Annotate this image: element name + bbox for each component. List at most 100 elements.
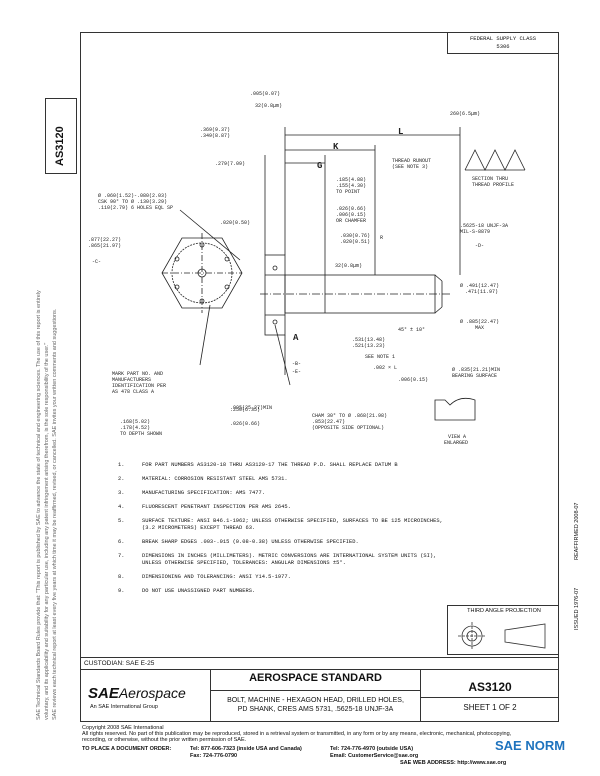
margin-notice-2: voluntary, and its applicability and sui… [44, 342, 50, 720]
callout-depth-3: TO DEPTH SHOWN [120, 431, 162, 437]
footer-fax: Fax: 724-776-0790 [190, 753, 238, 759]
callout-holes-2: CSK 90° TO Ø .130(3.29) [98, 198, 167, 205]
callout-chamfer-1: .026(0.66) [336, 206, 366, 212]
sae-logo: SAEAerospace [88, 685, 186, 703]
sae-norm-watermark: SAE NORM [495, 738, 566, 753]
callout-maxdia-1: Ø .885(22.47) [460, 318, 499, 325]
callout-datum-b: -B- [292, 361, 301, 367]
callout-radius-1: .030(0.76) [340, 233, 370, 239]
footer-copyright: Copyright 2008 SAE International [82, 725, 164, 731]
margin-notice-3: SAE reviews each technical report at lea… [52, 308, 58, 720]
callout-dim-2: .349(8.87) [200, 133, 230, 139]
callout-datum-e: -E- [292, 369, 301, 375]
callout-depth-1: .168(5.02) [120, 419, 150, 425]
callout-thread-2: MIL-S-8879 [460, 229, 490, 235]
callout-section-2: THREAD PROFILE [472, 182, 514, 188]
callout-chamfer-3: OR CHAMFER [336, 218, 366, 224]
callout-holes-1: Ø .060(1.52)-.080(2.03) [98, 192, 167, 199]
title-line-1: BOLT, MACHINE - HEXAGON HEAD, DRILLED HO… [227, 697, 404, 704]
sheet-number: SHEET 1 OF 2 [463, 703, 517, 712]
callout-runout: THREAD RUNOUT [392, 158, 431, 164]
callout-section-1: SECTION THRU [472, 176, 508, 182]
callout-datum-c: -C- [92, 259, 101, 265]
callout-head-2: .521(13.23) [352, 343, 385, 349]
callout-maxdia-2: MAX [475, 325, 484, 331]
callout-runout-note: (SEE NOTE 3) [392, 164, 428, 170]
callout-runout-tol: .006(0.15) [398, 377, 428, 383]
callout-depth-2: .178(4.52) [120, 425, 150, 431]
bolt-shank [284, 274, 436, 314]
side-doc-number: AS3120 [54, 126, 66, 166]
callout-angle: 45° ± 10° [398, 327, 425, 333]
thread-profile [464, 149, 526, 171]
drawing-callouts: .005(0.07) 32(0.8μm) 260(6.5μm) .369(9.3… [88, 91, 514, 446]
callout-point-1: .185(4.88) [336, 177, 366, 183]
callout-K: K [333, 142, 339, 152]
callout-thread-1: .5625-18 UNJF-3A [460, 223, 508, 229]
callout-view-a-mark: A [293, 333, 299, 343]
aerospace-logo-text: Aerospace [118, 685, 186, 701]
callout-datum-d: -D- [475, 243, 484, 249]
title-block [80, 657, 559, 722]
callout-mark-4: AS 478 CLASS A [112, 389, 154, 395]
projection-box [447, 605, 559, 655]
callout-flatness: .005(0.07) [250, 91, 280, 97]
side-doc-number-box [45, 98, 77, 174]
callout-pos-tol: .026(0.66) [230, 421, 260, 427]
issued-date: ISSUED 1976-07 [574, 587, 580, 630]
callout-holes-3: .110(2.79) 6 HOLES EQL SP [98, 205, 173, 211]
callout-dia-1: Ø .491(12.47) [460, 282, 499, 289]
custodian: CUSTODIAN: SAE E-25 [84, 660, 155, 667]
callout-width-2: .865(21.97) [88, 243, 121, 249]
bolt-drawing: .005(0.07) 32(0.8μm) 260(6.5μm) .369(9.3… [88, 91, 526, 446]
callout-length-min: .995(25.27)MIN [230, 405, 272, 411]
fsc-stamp-line2: 5306 [496, 43, 510, 50]
callout-G: G [317, 161, 322, 171]
fsc-stamp-line1: FEDERAL SUPPLY CLASS [469, 35, 536, 42]
footer-tel-1: Tel: 877-606-7323 (inside USA and Canada… [190, 746, 302, 752]
callout-see-note-1: SEE NOTE 1 [365, 354, 395, 360]
callout-dim-1: .369(9.37) [200, 127, 230, 133]
margin-notice-1: SAE Technical Standards Board Rules prov… [36, 290, 42, 720]
sae-logo-text: SAE [88, 685, 119, 702]
callout-finish-3: 32(0.8μm) [335, 263, 362, 269]
callout-finish-1: 32(0.8μm) [255, 103, 282, 109]
callout-L: L [398, 127, 403, 137]
callout-point-2: .155(4.30) [336, 183, 366, 189]
footer-email: Email: CustomerService@sae.org [330, 753, 419, 759]
callout-point-3: TO POINT [336, 189, 360, 195]
footer-tel-2: Tel: 724-776-4970 (outside USA) [330, 746, 414, 752]
callout-enlarged: ENLARGED [444, 440, 468, 446]
callout-radius-3: R [380, 235, 383, 241]
callout-mark-3: IDENTIFICATION PER [112, 383, 166, 389]
callout-width-1: .877(22.27) [88, 237, 121, 243]
title-doc-number: AS3120 [468, 680, 512, 694]
projection-symbol [458, 622, 546, 650]
standard-type: AEROSPACE STANDARD [249, 672, 382, 684]
callout-mark-2: MANUFACTURERS [112, 377, 151, 383]
callout-cham-1: CHAM 30° TO Ø .868(21.98) [312, 412, 387, 419]
callout-dia-2: .471(11.97) [465, 289, 498, 295]
reaffirmed-date: REAFFIRMED 2008-07 [574, 502, 580, 560]
view-a-profile [434, 397, 476, 421]
title-line-2: PD SHANK, CRES AMS 5731, .5625-18 UNJF-3… [237, 706, 394, 713]
footer-web: SAE WEB ADDRESS: http://www.sae.org [400, 760, 507, 766]
callout-straightness: .002 × L [373, 365, 397, 371]
projection-label: THIRD ANGLE PROJECTION [467, 608, 541, 614]
callout-head-1: .531(13.48) [352, 337, 385, 343]
callout-bearing-1: Ø .835(21.21)MIN [452, 366, 500, 373]
callout-cham-2: .853(22.47) [312, 419, 345, 425]
footer-rights-2: recording, or otherwise, without the pri… [82, 737, 247, 743]
logo-tagline: An SAE International Group [90, 704, 158, 710]
callout-finish-2: 260(6.5μm) [450, 111, 480, 117]
callout-view-a: VIEW A [448, 434, 466, 440]
callout-chamfer-2: .006(0.15) [336, 212, 366, 218]
callout-depth-0: .250(6.35) [230, 407, 260, 413]
callout-cham-3: (OPPOSITE SIDE OPTIONAL) [312, 425, 384, 431]
bolt-head-side [264, 254, 286, 336]
callout-mark-1: MARK PART NO. AND [112, 371, 163, 377]
footer-rights: All rights reserved. No part of this pub… [82, 731, 512, 737]
callout-bearing-2: BEARING SURFACE [452, 373, 497, 379]
callout-radius-2: .020(0.51) [340, 239, 370, 245]
